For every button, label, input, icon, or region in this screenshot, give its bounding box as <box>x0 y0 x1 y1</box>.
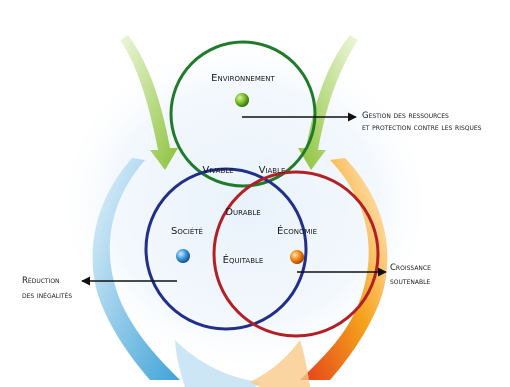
orange-swoosh-right <box>300 158 388 380</box>
economy-label: Économie <box>277 224 317 237</box>
society-label: Société <box>171 226 203 237</box>
blue-swoosh-left <box>92 158 180 380</box>
green-swoosh-left <box>120 35 178 170</box>
equitable-label: Équitable <box>223 253 264 266</box>
environment-label: Environnement <box>211 73 275 84</box>
inequality-callout-line1: Réduction <box>22 276 60 286</box>
durable-label: Durable <box>225 207 260 218</box>
resources-callout-line1: Gestion des ressources <box>362 111 449 121</box>
viable-label: Viable <box>259 165 286 176</box>
growth-callout-line1: Croissance <box>390 263 431 273</box>
growth-callout-line2: soutenable <box>390 277 430 287</box>
environment-circle <box>169 40 317 188</box>
livable-label: Vivable <box>202 165 233 176</box>
inequality-callout-line2: des inégalités <box>22 291 72 301</box>
society-ball-icon <box>176 249 190 263</box>
economy-ball-icon <box>290 250 304 264</box>
society-circle <box>144 167 308 331</box>
orange-swoosh-bottom <box>250 340 310 387</box>
economy-circle <box>212 170 380 338</box>
environment-ball-icon <box>235 93 249 107</box>
resources-callout-line2: et protection contre les risques <box>362 123 482 133</box>
cycle-arrows <box>92 35 388 387</box>
blue-swoosh-bottom <box>175 340 260 387</box>
background-glow <box>55 35 435 375</box>
